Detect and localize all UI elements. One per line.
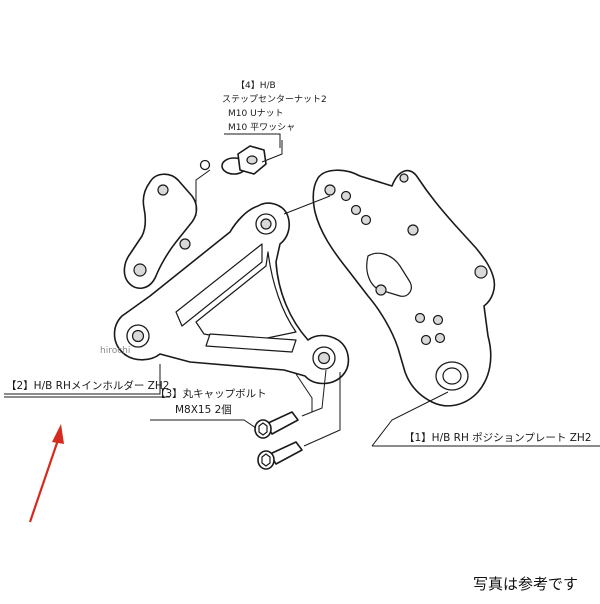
label-part2: 【2】H/B RHメインホルダー ZH2: [4, 364, 170, 398]
label-part4-line2: ステップセンターナット2: [222, 94, 327, 105]
label-part4: 【4】H/B ステップセンターナット2 M10 Uナット M10 平ワッシャ: [222, 80, 327, 148]
caption-reference-photo: 写真は参考です: [472, 575, 578, 593]
plate-hole: [434, 332, 446, 344]
washer-hole: [199, 159, 211, 171]
label-part3-line2: M8X15 2個: [175, 403, 232, 416]
holder-hole-top-inner: [260, 218, 272, 230]
watermark: hirochi: [100, 346, 131, 356]
plate-large-hole-inner: [442, 367, 462, 385]
plate-hole: [375, 284, 387, 296]
bracket-hole: [133, 263, 147, 277]
plate-hole: [420, 334, 432, 346]
holder-hole-right-inner: [317, 351, 331, 365]
holder-hole-left-inner: [131, 329, 145, 343]
hex-socket: [258, 422, 268, 436]
label-part3-line1: 【3】丸キャップボルト: [155, 387, 267, 400]
label-part2-text: 【2】H/B RHメインホルダー ZH2: [6, 379, 169, 392]
u-nut-bore: [246, 155, 258, 165]
bracket-hole: [157, 184, 169, 196]
main-holder-part2: [113, 202, 350, 385]
plate-hole: [324, 184, 336, 196]
plate-hole: [399, 173, 409, 183]
plate-hole: [432, 314, 444, 326]
cap-bolt: [254, 411, 299, 439]
hex-socket: [261, 453, 271, 467]
left-bracket-body: [123, 173, 198, 289]
plate-hole: [350, 204, 362, 216]
left-bracket: [123, 159, 211, 289]
label-part1-text: 【1】H/B RH ポジションプレート ZH2: [404, 432, 591, 444]
nut-washer-part4: [221, 145, 267, 175]
plate-hole: [340, 190, 352, 202]
plate-hole: [407, 224, 419, 236]
label-part3: 【3】丸キャップボルト M8X15 2個: [150, 387, 267, 429]
arrow-shaft: [28, 439, 60, 523]
main-holder-rib: [175, 243, 263, 327]
main-holder-bottom-rib: [205, 333, 297, 353]
label-part4-line4: M10 平ワッシャ: [228, 122, 295, 133]
arrow-head: [52, 424, 64, 444]
label-part1: 【1】H/B RH ポジションプレート ZH2: [371, 391, 600, 447]
red-arrow-annotation: [28, 424, 64, 523]
cap-bolt: [257, 441, 303, 470]
plate-hole: [414, 312, 426, 324]
assembly-lines: [195, 140, 341, 447]
plate-hole: [360, 214, 372, 226]
position-plate-part1: [312, 169, 496, 407]
label-part4-line1: 【4】H/B: [236, 80, 276, 91]
main-holder-web: [195, 251, 297, 343]
plate-hole: [474, 265, 488, 279]
label-part4-line3: M10 Uナット: [228, 108, 284, 119]
cap-bolts-part3: [254, 411, 303, 470]
bracket-hole: [179, 238, 191, 250]
